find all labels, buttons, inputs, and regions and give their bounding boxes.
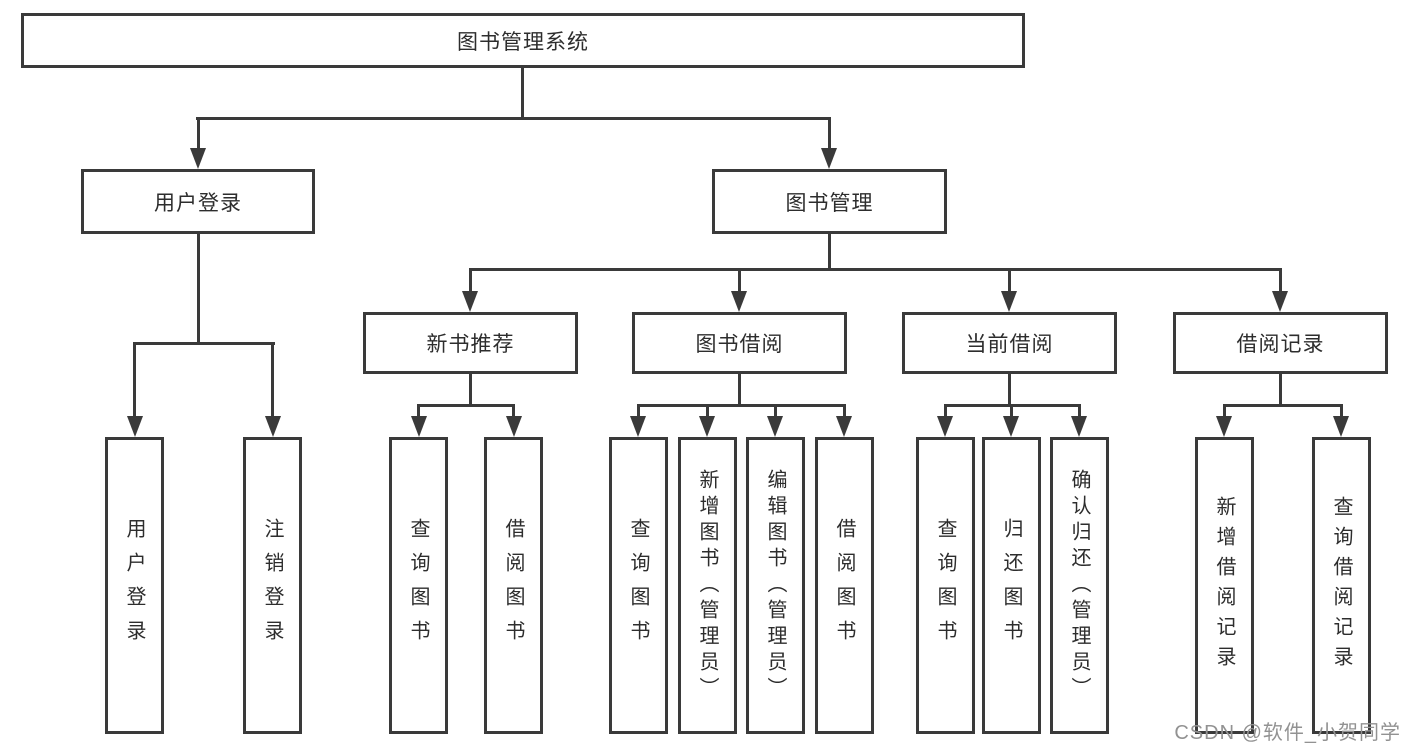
connector-drop-leaf-user-login: [133, 342, 136, 418]
node-library-management-system: 图书管理系统: [21, 13, 1025, 68]
leaf-label: 确认归还（管理员）: [1068, 468, 1090, 703]
leaf-label: 查询图书: [934, 517, 956, 654]
arrowhead-query-book-3: [937, 416, 953, 437]
connector-drop-new-book-recommend: [469, 268, 472, 293]
arrowhead-new-book-recommend: [462, 291, 478, 312]
node-new-book-recommend: 新书推荐: [363, 312, 578, 374]
connector-drop-query-book-1: [417, 404, 420, 418]
node-label: 借阅记录: [1236, 333, 1325, 356]
arrowhead-borrowing-records: [1272, 291, 1288, 312]
arrowhead-confirm-return-admin: [1071, 416, 1087, 437]
connector-drop-add-book-admin: [706, 404, 709, 418]
arrowhead-query-book-1: [411, 416, 427, 437]
connector-drop-confirm-return-admin: [1078, 404, 1081, 418]
leaf-query-book-2: 查询图书: [609, 437, 668, 734]
arrowhead-book-management: [821, 148, 837, 169]
leaf-user-login: 用户登录: [105, 437, 164, 734]
connector-drop-book-borrowing: [738, 268, 741, 293]
arrowhead-leaf-user-login: [127, 416, 143, 437]
leaf-edit-book-admin: 编辑图书（管理员）: [746, 437, 805, 734]
connector-current-borrowing-stem: [1008, 373, 1011, 406]
connector-drop-user-login: [197, 117, 200, 151]
leaf-query-book-3: 查询图书: [916, 437, 975, 734]
node-label: 用户登录: [154, 191, 242, 215]
connector-level3-rail: [469, 268, 1282, 271]
arrowhead-add-borrow-record: [1216, 416, 1232, 437]
leaf-query-borrow-record: 查询借阅记录: [1312, 437, 1371, 734]
node-book-management: 图书管理: [712, 169, 947, 234]
leaf-label: 查询图书: [627, 517, 649, 654]
leaf-label: 新增图书（管理员）: [696, 468, 718, 703]
connector-drop-borrowing-records: [1279, 268, 1282, 293]
connector-borrowing-records-stem: [1279, 373, 1282, 406]
node-borrowing-records: 借阅记录: [1173, 312, 1388, 374]
connector-book-management-stem: [828, 234, 831, 271]
connector-drop-query-borrow-record: [1340, 404, 1343, 418]
leaf-label: 查询图书: [407, 517, 429, 654]
leaf-label: 借阅图书: [502, 517, 524, 654]
arrowhead-book-borrowing: [731, 291, 747, 312]
leaf-label: 用户登录: [123, 517, 145, 654]
connector-drop-borrow-book-1: [512, 404, 515, 418]
arrowhead-borrow-book-1: [506, 416, 522, 437]
arrowhead-current-borrowing: [1001, 291, 1017, 312]
connector-book-borrowing-rail: [637, 404, 846, 407]
leaf-label: 编辑图书（管理员）: [764, 468, 786, 703]
leaf-label: 新增借阅记录: [1213, 495, 1235, 676]
leaf-add-borrow-record: 新增借阅记录: [1195, 437, 1254, 734]
leaf-logout: 注销登录: [243, 437, 302, 734]
node-label: 当前借阅: [965, 333, 1054, 356]
leaf-label: 注销登录: [261, 517, 283, 654]
node-label: 新书推荐: [426, 333, 515, 356]
leaf-label: 查询借阅记录: [1330, 495, 1352, 676]
connector-drop-edit-book-admin: [774, 404, 777, 418]
node-current-borrowing: 当前借阅: [902, 312, 1117, 374]
arrowhead-borrow-book-2: [836, 416, 852, 437]
arrowhead-add-book-admin: [699, 416, 715, 437]
arrowhead-query-book-2: [630, 416, 646, 437]
arrowhead-query-borrow-record: [1333, 416, 1349, 437]
node-label: 图书借阅: [695, 333, 784, 356]
arrowhead-return-book: [1003, 416, 1019, 437]
csdn-watermark: CSDN @软件_小贺同学: [1174, 722, 1401, 744]
node-label: 图书管理系统: [457, 30, 589, 54]
connector-book-borrowing-stem: [738, 373, 741, 406]
connector-drop-book-management: [828, 117, 831, 151]
connector-new-book-recommend-stem: [469, 373, 472, 406]
arrowhead-leaf-logout: [265, 416, 281, 437]
connector-drop-borrow-book-2: [843, 404, 846, 418]
connector-drop-return-book: [1010, 404, 1013, 418]
connector-borrowing-records-rail: [1223, 404, 1343, 407]
connector-level1-rail: [196, 117, 831, 120]
connector-drop-query-book-3: [944, 404, 947, 418]
connector-new-book-recommend-rail: [417, 404, 515, 407]
leaf-borrow-book-2: 借阅图书: [815, 437, 874, 734]
connector-drop-current-borrowing: [1008, 268, 1011, 293]
leaf-return-book: 归还图书: [982, 437, 1041, 734]
connector-drop-leaf-logout: [271, 342, 274, 418]
connector-drop-query-book-2: [637, 404, 640, 418]
node-book-borrowing: 图书借阅: [632, 312, 847, 374]
connector-user-login-stem: [197, 234, 200, 344]
leaf-query-book-1: 查询图书: [389, 437, 448, 734]
leaf-add-book-admin: 新增图书（管理员）: [678, 437, 737, 734]
node-user-login: 用户登录: [81, 169, 315, 234]
arrowhead-user-login: [190, 148, 206, 169]
connector-user-login-rail: [133, 342, 275, 345]
connector-drop-add-borrow-record: [1223, 404, 1226, 418]
arrowhead-edit-book-admin: [767, 416, 783, 437]
leaf-confirm-return-admin: 确认归还（管理员）: [1050, 437, 1109, 734]
leaf-label: 归还图书: [1000, 517, 1022, 654]
connector-root-stem: [521, 68, 524, 118]
node-label: 图书管理: [785, 191, 874, 215]
leaf-borrow-book-1: 借阅图书: [484, 437, 543, 734]
leaf-label: 借阅图书: [833, 517, 855, 654]
